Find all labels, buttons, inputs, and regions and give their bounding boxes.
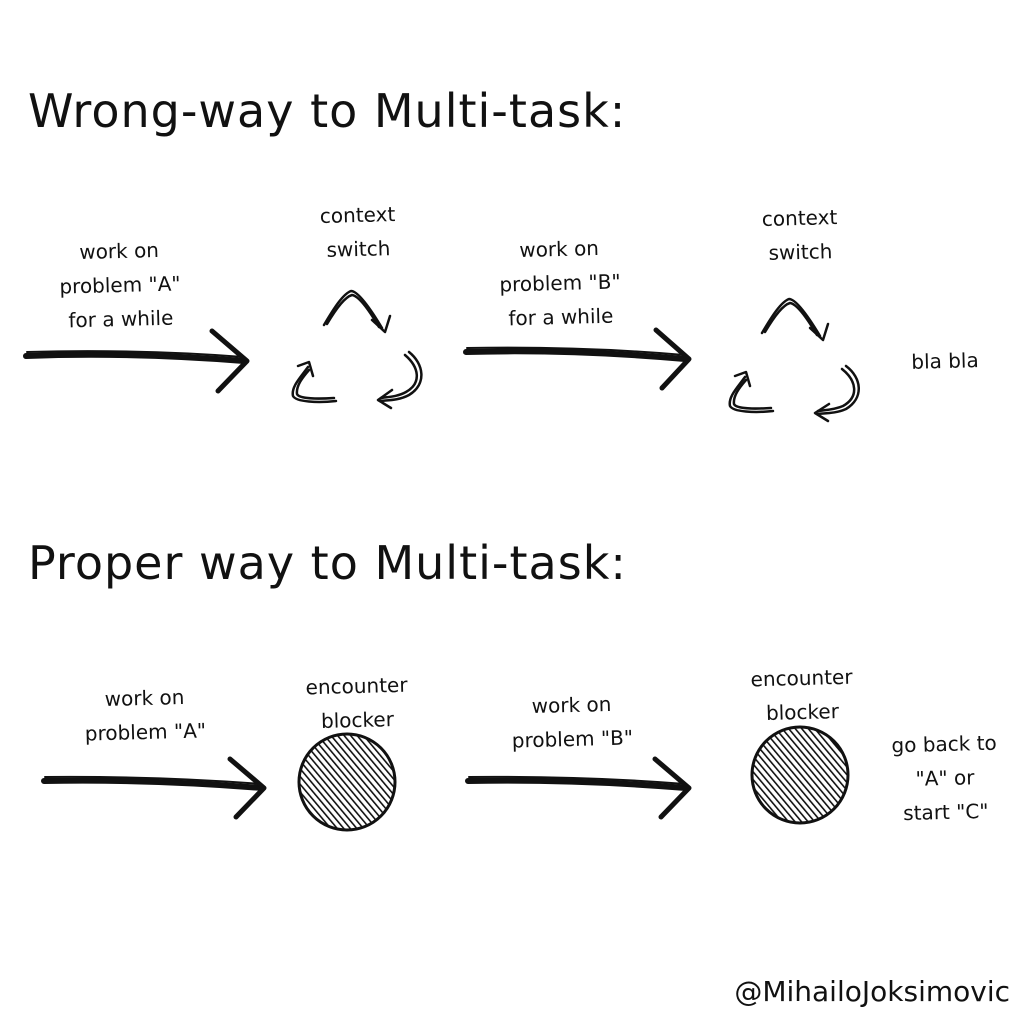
cycle-1-icon xyxy=(291,289,423,410)
cycle-2-icon xyxy=(728,297,860,423)
blocker-2-icon xyxy=(750,725,850,825)
proper-arrow-2-icon xyxy=(465,756,692,820)
wrong-way-title: Wrong-way to Multi-task: xyxy=(28,84,627,138)
wrong-arrow-1-icon xyxy=(23,328,250,394)
wrong-arrow-2-icon xyxy=(463,327,692,391)
proper-way-title: Proper way to Multi-task: xyxy=(28,536,627,590)
author-credit: @MihailoJoksimovic xyxy=(734,975,1010,1008)
blocker-1-icon xyxy=(297,732,397,832)
proper-arrow-1-icon xyxy=(41,756,267,820)
